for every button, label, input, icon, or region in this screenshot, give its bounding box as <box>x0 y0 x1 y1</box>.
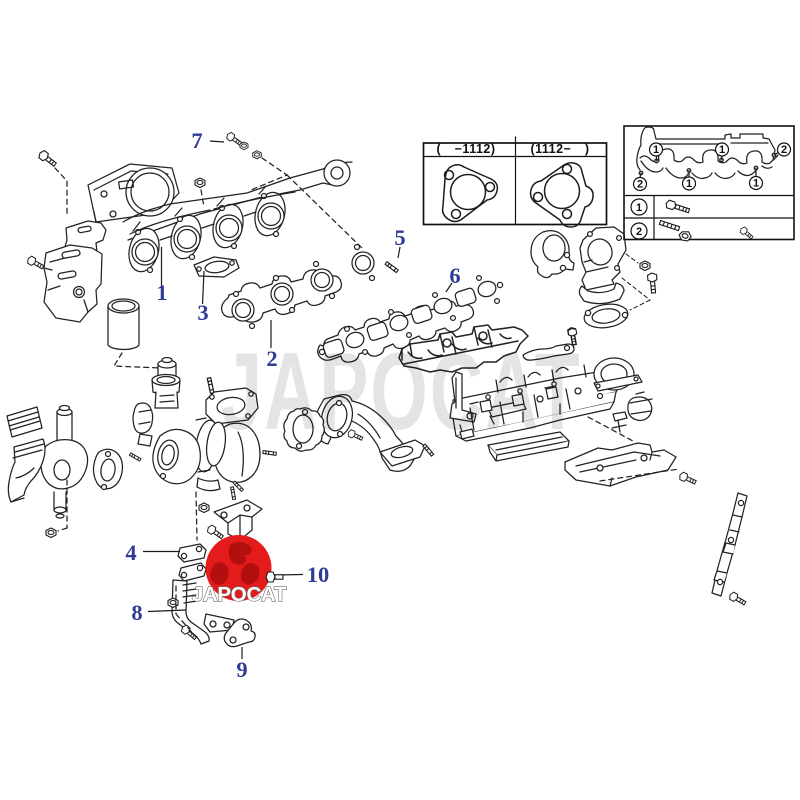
svg-text:3: 3 <box>197 300 208 325</box>
svg-text:4: 4 <box>125 540 136 565</box>
svg-text:1: 1 <box>653 144 659 156</box>
svg-text:2: 2 <box>637 179 643 191</box>
svg-text:JAPOCAT: JAPOCAT <box>192 583 287 606</box>
svg-text:1: 1 <box>156 280 167 305</box>
svg-text:1: 1 <box>686 178 692 190</box>
svg-text:1: 1 <box>719 144 725 156</box>
svg-text:JAPOCAT: JAPOCAT <box>221 329 582 452</box>
svg-text:( −1112): ( −1112) <box>436 142 495 156</box>
svg-text:1: 1 <box>753 178 759 190</box>
svg-text:10: 10 <box>307 562 330 587</box>
svg-text:2: 2 <box>266 346 277 371</box>
svg-text:8: 8 <box>131 600 142 625</box>
svg-text:(1112− ): (1112− ) <box>530 142 589 156</box>
svg-text:2: 2 <box>636 226 642 238</box>
svg-text:1: 1 <box>636 202 642 214</box>
svg-text:9: 9 <box>236 657 247 682</box>
svg-text:2: 2 <box>781 144 787 156</box>
svg-text:7: 7 <box>191 128 202 153</box>
svg-text:6: 6 <box>449 263 460 288</box>
svg-text:5: 5 <box>394 225 405 250</box>
